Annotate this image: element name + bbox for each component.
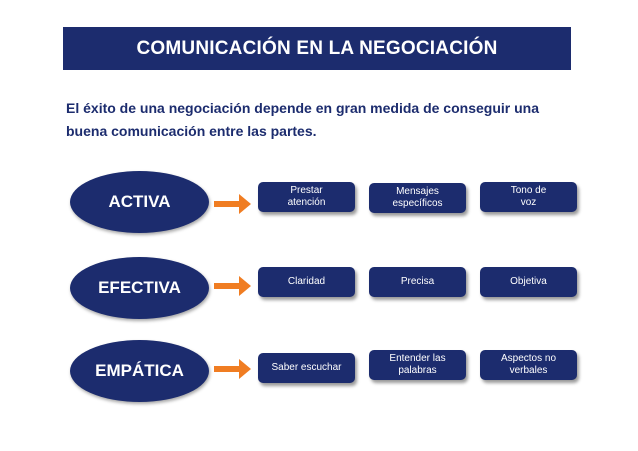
box-saber-escuchar-label: Saber escuchar: [271, 362, 342, 373]
oval-activa-label: ACTIVA: [108, 192, 171, 211]
oval-empatica-label: EMPÁTICA: [95, 361, 184, 380]
box-prestar-atencion-label: Prestar atención: [287, 185, 326, 208]
oval-activa: ACTIVA: [70, 171, 209, 233]
box-mensajes-especificos: Mensajes específicos: [369, 183, 466, 213]
box-precisa-label: Precisa: [400, 276, 435, 287]
intro-text: El éxito de una negociación depende en g…: [66, 97, 586, 143]
oval-empatica: EMPÁTICA: [70, 340, 209, 402]
box-objetiva: Objetiva: [480, 267, 577, 297]
intro-line-2: buena comunicación entre las partes.: [66, 123, 317, 139]
oval-efectiva: EFECTIVA: [70, 257, 209, 319]
oval-efectiva-label: EFECTIVA: [98, 278, 181, 297]
box-saber-escuchar: Saber escuchar: [258, 353, 355, 383]
box-tono-de-voz-label: Tono de voz: [510, 185, 547, 208]
box-entender-las-palabras-label: Entender las palabras: [389, 353, 446, 376]
box-claridad-label: Claridad: [287, 276, 326, 287]
box-aspectos-no-verbales-label: Aspectos no verbales: [500, 353, 557, 376]
arrow-right-icon: [214, 194, 251, 214]
box-aspectos-no-verbales: Aspectos no verbales: [480, 350, 577, 380]
intro-line-1: El éxito de una negociación depende en g…: [66, 100, 539, 116]
arrow-right-icon: [214, 276, 251, 296]
page-title: COMUNICACIÓN EN LA NEGOCIACIÓN: [63, 27, 571, 70]
arrow-right-icon: [214, 359, 251, 379]
box-prestar-atencion: Prestar atención: [258, 182, 355, 212]
box-claridad: Claridad: [258, 267, 355, 297]
page-title-text: COMUNICACIÓN EN LA NEGOCIACIÓN: [136, 37, 498, 59]
box-entender-las-palabras: Entender las palabras: [369, 350, 466, 380]
box-tono-de-voz: Tono de voz: [480, 182, 577, 212]
box-mensajes-especificos-label: Mensajes específicos: [392, 186, 443, 209]
box-precisa: Precisa: [369, 267, 466, 297]
box-objetiva-label: Objetiva: [510, 276, 547, 287]
